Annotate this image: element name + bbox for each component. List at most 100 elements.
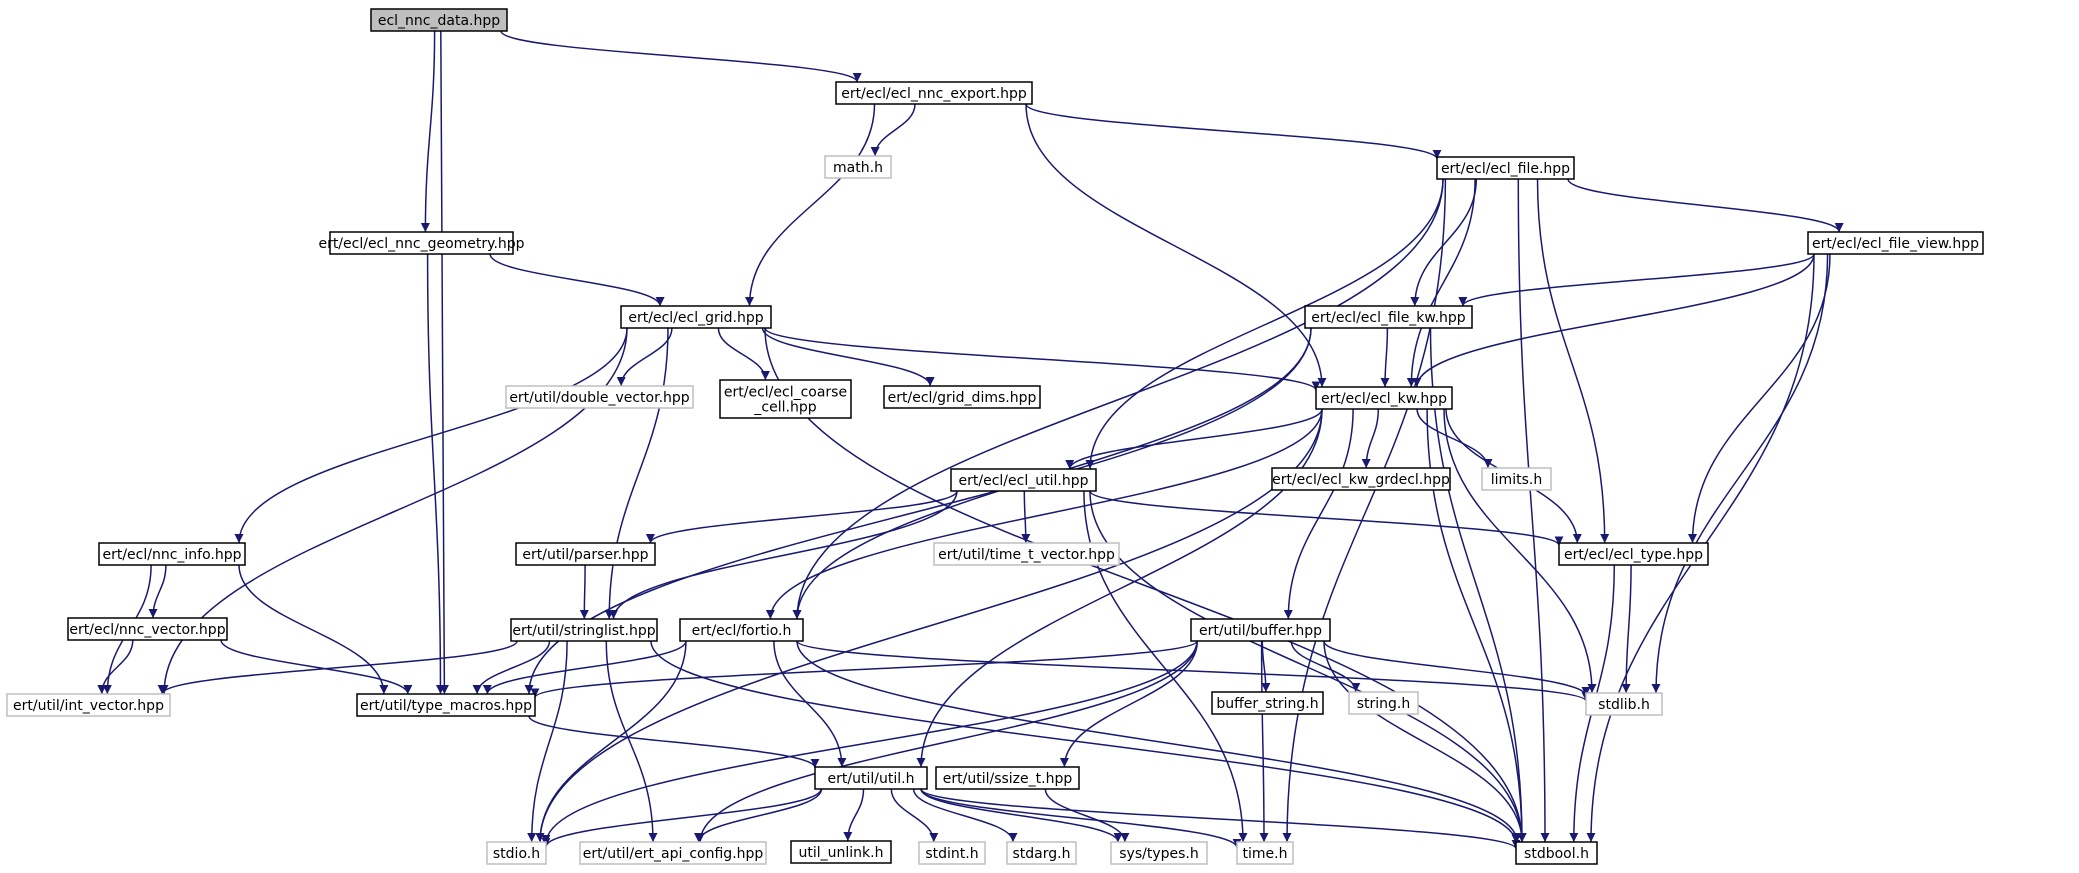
node-box [1236, 841, 1294, 865]
node-box [790, 840, 892, 864]
node-ecl-kw[interactable]: ert/ecl/ecl_kw.hpp [1315, 386, 1453, 410]
edge-ecl_file-to-ecl_util [1085, 178, 1444, 470]
node-util-unlink[interactable]: util_unlink.h [790, 840, 892, 864]
edge-line [530, 640, 1198, 699]
node-box [1585, 692, 1663, 716]
edge-line [238, 564, 389, 695]
edge-util_h-to-stdio_h [541, 788, 822, 848]
node-nnc-vector[interactable]: ert/ecl/nnc_vector.hpp [67, 617, 228, 641]
node-sys-types: sys/types.h [1110, 841, 1208, 865]
edge-fortio-to-stdlib_h [796, 640, 1591, 702]
edge-ecl_file-to-ecl_kw [1406, 178, 1476, 388]
node-file-view[interactable]: ert/ecl/ecl_file_view.hpp [1807, 231, 1984, 255]
edge-line [1085, 178, 1444, 470]
node-time-h: time.h [1236, 841, 1294, 865]
edge-buffer-to-stdlib_h [1323, 640, 1591, 697]
edge-line [1044, 788, 1130, 843]
node-ecl-type[interactable]: ert/ecl/ecl_type.hpp [1558, 542, 1709, 566]
node-label: ert/util/time_t_vector.hpp [938, 547, 1115, 563]
edge-line [920, 788, 1123, 843]
node-box [1515, 841, 1598, 865]
node-box [370, 8, 508, 32]
edge-line [1282, 178, 1447, 843]
node-label: stdio.h [493, 846, 540, 862]
edge-line [439, 30, 449, 695]
node-label: time.h [1243, 846, 1288, 862]
edge-line [1323, 640, 1591, 697]
edge-ecl_grid-to-stringlist [604, 327, 669, 620]
node-label: ert/ecl/ecl_file_kw.hpp [1311, 310, 1465, 326]
node-label: _cell.hpp [753, 400, 816, 416]
edge-buffer-to-stdbool_h [1323, 640, 1527, 843]
node-stdbool-h[interactable]: stdbool.h [1515, 841, 1598, 865]
node-limits-h: limits.h [1481, 467, 1552, 491]
node-box [510, 618, 658, 642]
edge-line [426, 253, 445, 695]
edge-line [870, 103, 916, 157]
node-file-kw[interactable]: ert/ecl/ecl_file_kw.hpp [1304, 305, 1473, 329]
node-type-macros[interactable]: ert/util/type_macros.hpp [356, 693, 536, 717]
node-stringlist[interactable]: ert/util/stringlist.hpp [510, 618, 658, 642]
node-util-h[interactable]: ert/util/util.h [814, 766, 928, 790]
edge-ecl_type-to-stdlib_h [1621, 564, 1632, 694]
node-label: buffer_string.h [1216, 696, 1318, 712]
edge-line [541, 640, 1198, 844]
node-buffer[interactable]: ert/util/buffer.hpp [1190, 618, 1331, 642]
node-ecl-grid[interactable]: ert/ecl/ecl_grid.hpp [620, 305, 772, 329]
node-ert-api-config: ert/util/ert_api_config.hpp [579, 841, 767, 865]
node-kw-grdecl[interactable]: ert/ecl/ecl_kw_grdecl.hpp [1271, 467, 1451, 491]
node-box [824, 155, 892, 179]
edge-nnc_info-to-nnc_vector [148, 564, 167, 619]
node-label: math.h [833, 160, 883, 176]
edge-line [1290, 640, 1361, 693]
edges-layer [97, 30, 1844, 850]
node-label: ert/util/ert_api_config.hpp [583, 846, 764, 862]
node-label: ert/util/stringlist.hpp [512, 623, 655, 639]
node-label: ert/ecl/ecl_nnc_geometry.hpp [318, 236, 524, 252]
edge-line [157, 640, 518, 695]
node-label: ert/ecl/ecl_kw.hpp [1321, 391, 1447, 407]
node-box [1110, 841, 1208, 865]
node-coarse-cell[interactable]: ert/ecl/ecl_coarse_cell.hpp [719, 379, 852, 419]
node-parser[interactable]: ert/util/parser.hpp [515, 542, 656, 566]
edge-type_macros-to-util_h [528, 715, 820, 769]
node-nnc-geometry[interactable]: ert/ecl/ecl_nnc_geometry.hpp [318, 231, 525, 255]
edge-line [1412, 253, 1815, 388]
node-box [1348, 691, 1419, 715]
edge-ecl_util-to-ecl_type [1089, 490, 1564, 547]
edge-line [843, 788, 865, 842]
node-label: ert/ecl/nnc_info.hpp [102, 547, 241, 563]
node-label: ert/util/buffer.hpp [1199, 623, 1322, 639]
node-ecl-util[interactable]: ert/ecl/ecl_util.hpp [950, 468, 1097, 492]
edge-nnc_vector-to-int_vector [97, 639, 134, 695]
edge-line [765, 408, 1323, 620]
node-box [1558, 542, 1709, 566]
node-box [1481, 467, 1552, 491]
edge-buffer-to-string_h [1290, 640, 1361, 693]
node-grid-dims[interactable]: ert/ecl/grid_dims.hpp [883, 385, 1041, 409]
edge-line [764, 327, 1527, 843]
node-label: ert/ecl/ecl_file_view.hpp [1812, 236, 1979, 252]
edge-ecl_file-to-time_h [1282, 178, 1447, 843]
edge-util_h-to-time_h [920, 788, 1242, 849]
edge-nnc_geometry-to-ecl_grid [489, 253, 665, 307]
edge-file_view-to-ecl_kw [1412, 253, 1815, 388]
edge-nnc_info-to-type_macros [238, 564, 389, 695]
node-buffer-string[interactable]: buffer_string.h [1211, 691, 1324, 715]
node-ssize-t[interactable]: ert/util/ssize_t.hpp [935, 766, 1080, 790]
edge-line [489, 253, 665, 307]
edge-ecl_file-to-fortio [792, 178, 1444, 620]
node-ecl-nnc-data[interactable]: ecl_nnc_data.hpp [370, 8, 508, 32]
edge-line [1429, 327, 1527, 843]
edge-ecl_kw-to-ecl_util [1065, 408, 1323, 470]
edge-nnc_export-to-math_h [870, 103, 916, 157]
node-box [679, 618, 804, 642]
edge-line [1406, 178, 1476, 388]
edge-util_h-to-ert_api_config [694, 788, 823, 843]
node-nnc-info[interactable]: ert/ecl/nnc_info.hpp [98, 542, 246, 566]
edge-line [1089, 490, 1564, 547]
edge-line [1065, 408, 1323, 470]
node-ecl-file[interactable]: ert/ecl/ecl_file.hpp [1436, 156, 1575, 180]
node-nnc-export[interactable]: ert/ecl/ecl_nnc_export.hpp [835, 81, 1033, 105]
node-fortio[interactable]: ert/ecl/fortio.h [679, 618, 804, 642]
